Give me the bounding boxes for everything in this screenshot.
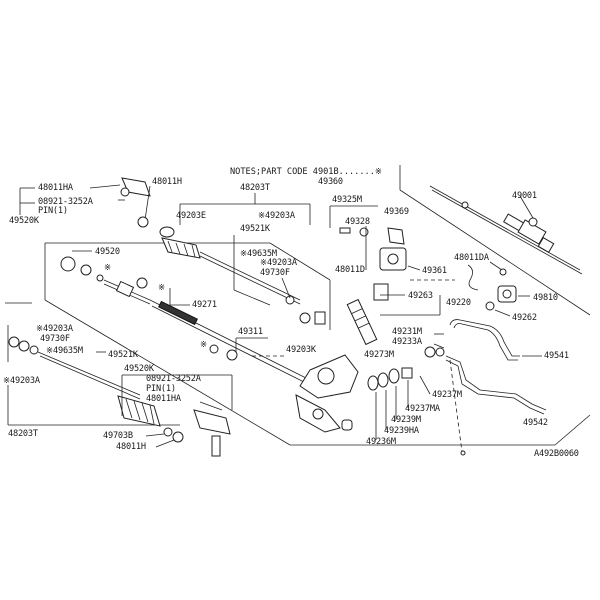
tie-rod-end-left <box>60 256 151 305</box>
label-49263: 49263 <box>408 291 433 301</box>
label-49328: 49328 <box>345 217 370 227</box>
label-48011ha-left: 48011HA <box>38 183 74 193</box>
label-49541: 49541 <box>544 351 569 361</box>
label-49233a: 49233A <box>392 337 423 347</box>
rack-housing <box>295 354 359 433</box>
hose-48011da <box>467 264 479 291</box>
washer-49271 <box>136 277 148 289</box>
label-48011da: 48011DA <box>454 253 490 263</box>
tie-rod-end-lower <box>193 409 231 457</box>
label-49360: 49360 <box>318 177 343 187</box>
nut-48011h <box>137 216 149 228</box>
label-star-c: ※ <box>200 340 207 350</box>
label-49635m-left: ※49635M <box>46 346 83 356</box>
clamp-49203e <box>159 226 175 238</box>
label-star-b: ※ <box>158 283 165 293</box>
boot-lower <box>117 395 161 427</box>
label-49730f-top: 49730F <box>260 268 290 278</box>
label-48011d: 48011D <box>335 265 365 275</box>
label-49262: 49262 <box>512 313 537 323</box>
label-49520k: 49520K <box>9 216 40 226</box>
label-49220: 49220 <box>446 298 471 308</box>
label-49203a-bl: ※49203A <box>3 376 41 386</box>
cap-49810 <box>497 285 517 303</box>
label-49325m: 49325M <box>332 195 362 205</box>
label-49703b: 49703B <box>103 431 133 441</box>
frame-right-diag <box>399 189 591 316</box>
label-pin-bottom: PIN(1) <box>146 384 176 394</box>
label-08921-left: 08921-3252A <box>38 197 94 207</box>
main-rack <box>149 299 333 397</box>
label-48203t-bl: 48203T <box>8 429 38 439</box>
frame-bottom-diag <box>44 299 291 446</box>
label-49203a-star2: ※49203A <box>260 258 298 268</box>
label-49273m: 49273M <box>364 350 394 360</box>
label-49521k-left: 49521K <box>108 350 139 360</box>
pipe-49541 <box>449 319 520 357</box>
label-49203e: 49203E <box>176 211 206 221</box>
seal-49233a <box>424 346 436 358</box>
label-49369: 49369 <box>384 207 409 217</box>
seal-stack <box>367 367 413 391</box>
bolt-49325m <box>339 227 351 234</box>
label-48011ha-bottom: 48011HA <box>146 394 182 404</box>
label-49239ha: 49239HA <box>384 426 420 436</box>
frame-bottom-right <box>554 414 591 446</box>
diagram-code: A492B0060 <box>534 449 579 459</box>
label-49520k2: 49520K <box>124 364 155 374</box>
frame-inner-diag <box>269 242 331 281</box>
inner-rod-top <box>199 251 301 301</box>
label-49203a-star1: ※49203A <box>258 211 296 221</box>
washers-left <box>8 336 141 400</box>
label-49203a-left: ※49203A <box>36 324 74 334</box>
rack-assembly-topright <box>429 185 583 275</box>
label-49520: 49520 <box>95 247 120 257</box>
label-48203t: 48203T <box>240 183 270 193</box>
label-49730f-left: 49730F <box>40 334 70 344</box>
label-49237ma: 49237MA <box>405 404 441 414</box>
label-48011h-top: 48011H <box>152 177 182 187</box>
label-49635m-top: ※49635M <box>240 249 277 259</box>
label-49236m: 49236M <box>366 437 396 447</box>
label-49239m: 49239M <box>391 415 421 425</box>
pipe-49542 <box>445 355 547 411</box>
tie-rod-end-top <box>120 177 151 197</box>
label-49521k-top: 49521K <box>240 224 271 234</box>
label-49542: 49542 <box>523 418 548 428</box>
label-star-a: ※ <box>104 263 111 273</box>
note-text: NOTES;PART CODE 4901B.......※ <box>230 167 382 177</box>
boot-top <box>161 237 201 259</box>
label-49361: 49361 <box>422 266 447 276</box>
label-49810: 49810 <box>533 293 558 303</box>
label-08921-bottom: 08921-3252A <box>146 374 202 384</box>
label-49271: 49271 <box>192 300 217 310</box>
label-pin-left: PIN(1) <box>38 206 68 216</box>
label-49311: 49311 <box>238 327 263 337</box>
label-49001: 49001 <box>512 191 537 201</box>
label-49237m: 49237M <box>432 390 462 400</box>
label-48011h-bl: 48011H <box>116 442 146 452</box>
bracket-49369 <box>387 227 405 245</box>
valve-housing <box>373 247 407 301</box>
label-49231m: 49231M <box>392 327 422 337</box>
pinion-shaft <box>346 298 378 346</box>
label-49203k: 49203K <box>286 345 317 355</box>
